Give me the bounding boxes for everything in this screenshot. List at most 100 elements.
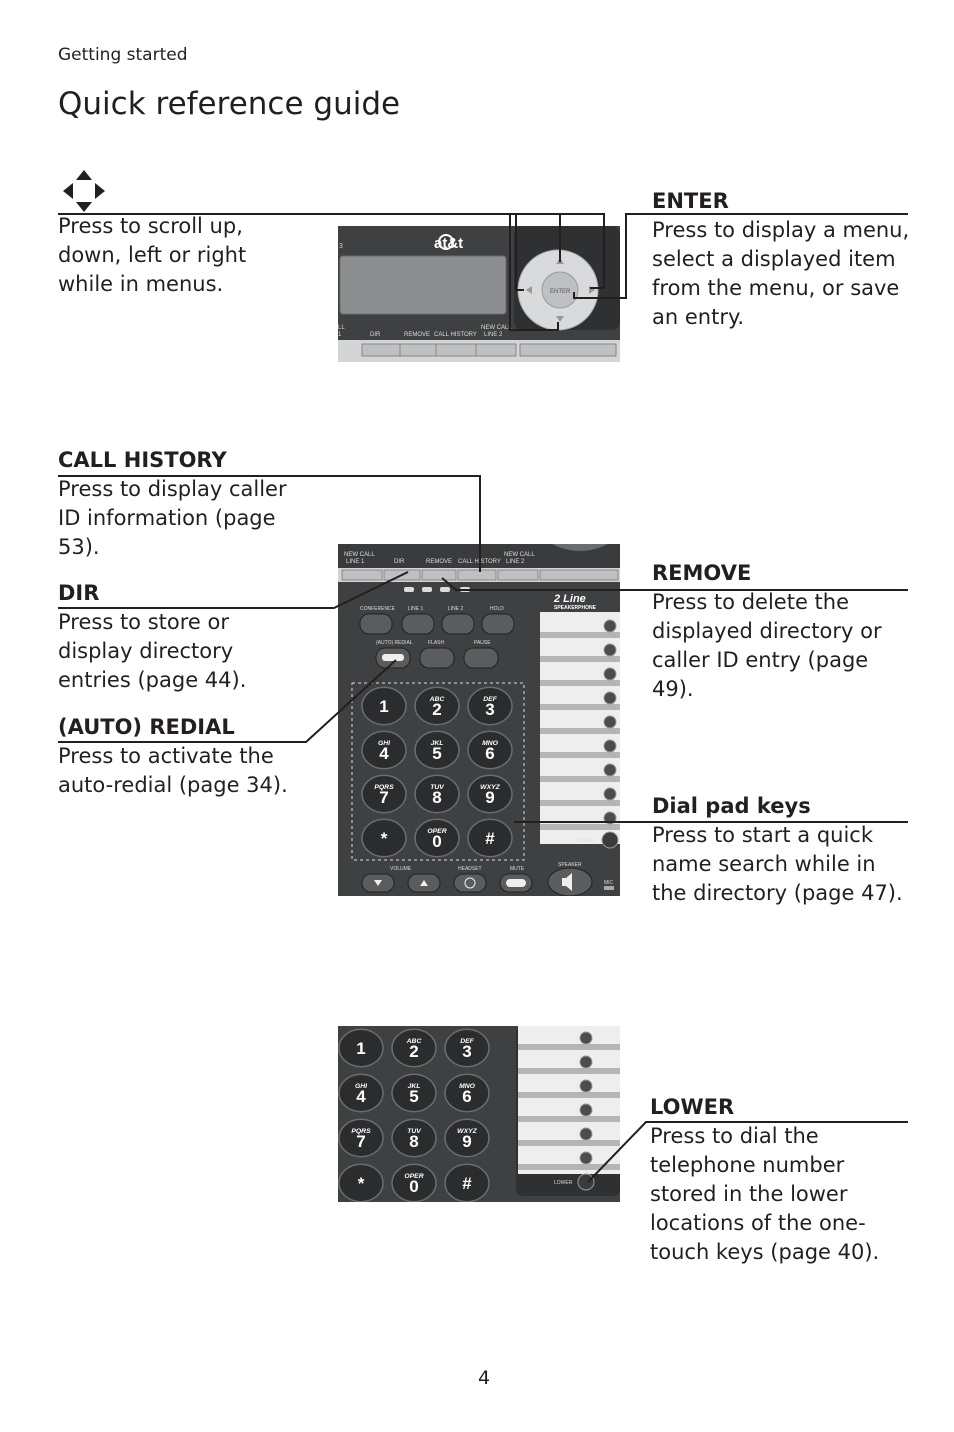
one-touch-key[interactable]	[579, 1079, 593, 1093]
svg-text:1: 1	[356, 1039, 365, 1058]
one-touch-key[interactable]	[579, 1127, 593, 1141]
svg-text:*: *	[381, 829, 388, 848]
one-touch-key[interactable]	[579, 1103, 593, 1117]
one-touch-key[interactable]	[603, 667, 617, 681]
one-touch-key[interactable]	[579, 1055, 593, 1069]
one-touch-key[interactable]	[603, 811, 617, 825]
remove-callout-title: REMOVE	[652, 561, 752, 585]
svg-text:3: 3	[462, 1042, 471, 1061]
redial-callout-title: (AUTO) REDIAL	[58, 715, 235, 739]
nav-callout-body: Press to scroll up, down, left or right …	[58, 214, 247, 296]
svg-text:*: *	[358, 1174, 365, 1193]
svg-text:PQRS: PQRS	[374, 784, 394, 791]
svg-text:SPEAKER: SPEAKER	[558, 862, 582, 868]
svg-text:8: 8	[409, 1132, 418, 1151]
key-1[interactable]: 1	[361, 686, 407, 726]
remove-key[interactable]	[421, 569, 457, 581]
hold-button[interactable]	[481, 613, 515, 635]
one-touch-key[interactable]	[603, 739, 617, 753]
lower-callout-title: LOWER	[650, 1095, 735, 1119]
svg-text:GHI: GHI	[355, 1083, 367, 1090]
svg-text:OPER: OPER	[404, 1173, 423, 1180]
svg-text:1: 1	[379, 697, 388, 716]
remove-button[interactable]	[399, 343, 437, 357]
one-touch-key[interactable]	[579, 1151, 593, 1165]
line1-button[interactable]	[401, 613, 435, 635]
call-history-button[interactable]	[435, 343, 477, 357]
one-touch-keys[interactable]	[540, 619, 620, 830]
enter-callout-title: ENTER	[652, 189, 729, 213]
svg-text:LINE 1: LINE 1	[346, 559, 365, 565]
svg-text:3: 3	[339, 243, 343, 250]
svg-text:PAUSE: PAUSE	[474, 640, 491, 646]
svg-text:MNO: MNO	[482, 740, 499, 747]
one-touch-key[interactable]	[603, 691, 617, 705]
key-star[interactable]: *	[361, 818, 407, 858]
svg-text:4: 4	[379, 744, 389, 763]
one-touch-key[interactable]	[603, 643, 617, 657]
svg-text:0: 0	[409, 1177, 418, 1196]
call-history-key[interactable]	[457, 569, 497, 581]
flash-button[interactable]	[419, 647, 455, 669]
svg-text:ABC: ABC	[406, 1038, 422, 1045]
svg-text:WXYZ: WXYZ	[480, 784, 500, 791]
key-pound[interactable]: #	[467, 818, 513, 858]
lower-button-detail[interactable]	[577, 1173, 595, 1191]
one-touch-key[interactable]	[603, 715, 617, 729]
key-1[interactable]: 1	[338, 1028, 384, 1068]
new-call-line2-button[interactable]	[475, 343, 517, 357]
lower-button[interactable]	[601, 831, 619, 849]
svg-text:TUV: TUV	[407, 1128, 422, 1135]
call-history-callout-title: CALL HISTORY	[58, 448, 227, 472]
one-touch-key[interactable]	[603, 763, 617, 777]
key-star[interactable]: *	[338, 1163, 384, 1202]
one-touch-key[interactable]	[603, 787, 617, 801]
svg-text:PQRS: PQRS	[351, 1128, 371, 1135]
svg-text:WXYZ: WXYZ	[457, 1128, 477, 1135]
headset-button[interactable]	[453, 873, 487, 893]
conference-button[interactable]	[359, 613, 393, 635]
page-title: Quick reference guide	[58, 86, 401, 122]
svg-text:5: 5	[432, 744, 441, 763]
dir-key[interactable]	[383, 569, 421, 581]
remove-callout-body: Press to delete the displayed directory …	[652, 590, 882, 701]
svg-text:VOLUME: VOLUME	[390, 866, 412, 872]
one-touch-key[interactable]	[603, 619, 617, 633]
svg-text:9: 9	[485, 788, 494, 807]
line2-button[interactable]	[441, 613, 475, 635]
dialpad-callout-title: Dial pad keys	[652, 794, 811, 818]
one-touch-keys-lower[interactable]	[518, 1031, 620, 1170]
one-touch-key[interactable]	[579, 1031, 593, 1045]
new-call-label: NEW CALL	[481, 325, 512, 331]
svg-text:MNO: MNO	[459, 1083, 476, 1090]
svg-text:9: 9	[462, 1132, 471, 1151]
svg-text:CONFERENCE: CONFERENCE	[360, 606, 396, 612]
svg-text:#: #	[462, 1174, 472, 1193]
key-pound[interactable]: #	[444, 1163, 490, 1202]
svg-text:SPEAKERPHONE: SPEAKERPHONE	[554, 605, 597, 611]
pause-button[interactable]	[463, 647, 499, 669]
svg-text:DEF: DEF	[460, 1038, 474, 1045]
call-history-callout-body: Press to display caller ID information (…	[58, 477, 287, 559]
dir-button[interactable]	[361, 343, 401, 357]
